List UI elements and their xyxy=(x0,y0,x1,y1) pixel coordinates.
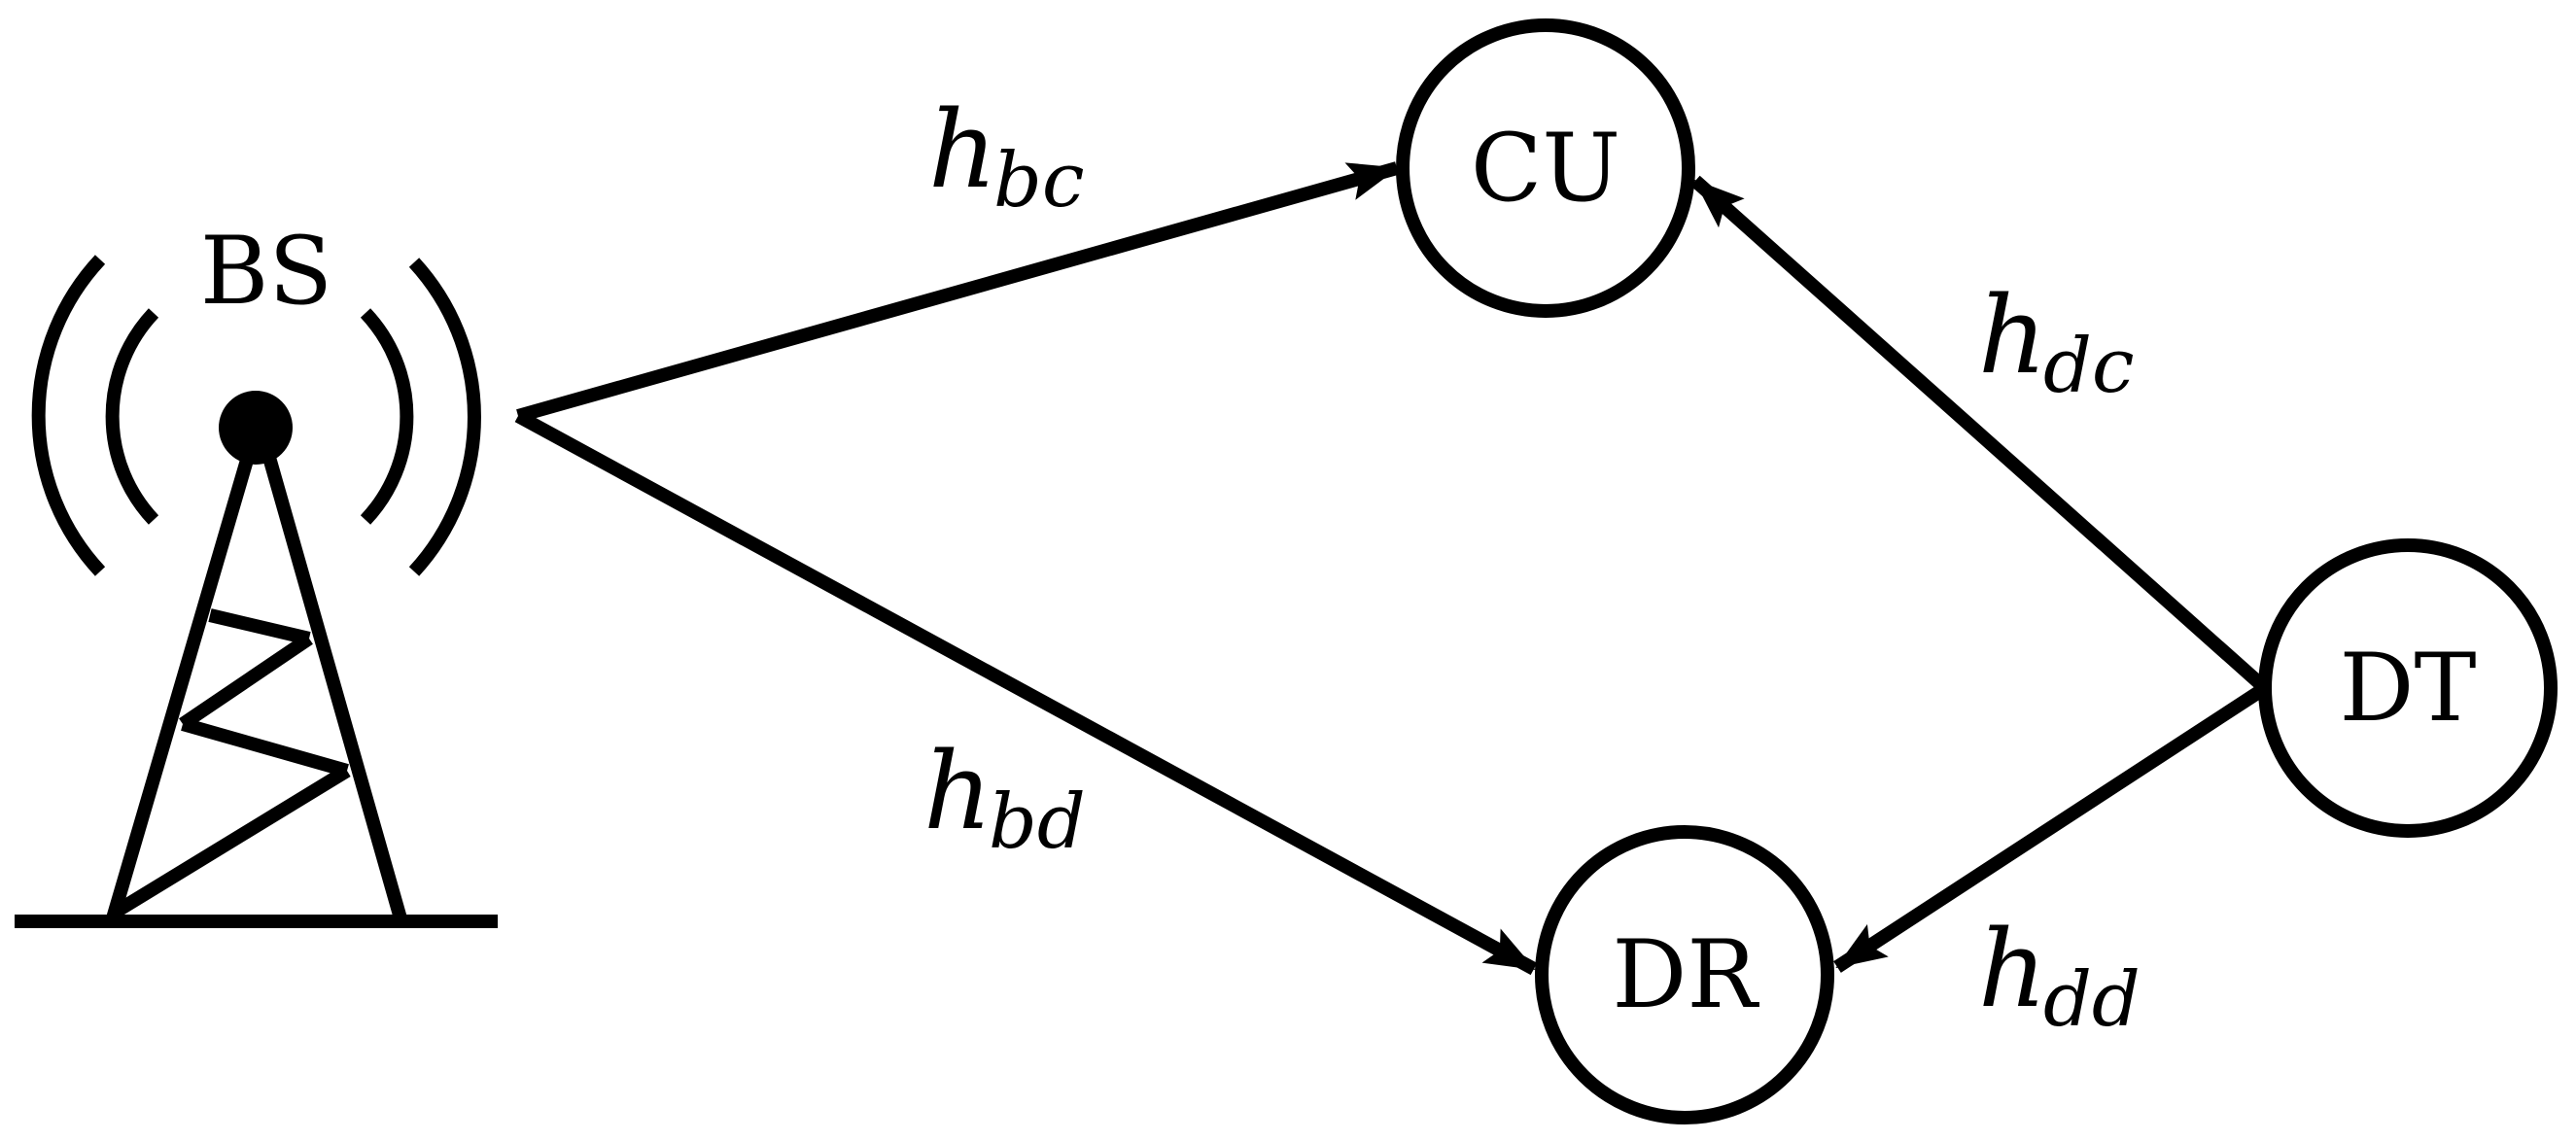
channel-label-bc: h bc xyxy=(928,87,1085,225)
channel-dc-symbol: h xyxy=(1978,273,2047,398)
node-cu: CU xyxy=(1396,18,1695,318)
link-dt-to-cu xyxy=(1690,175,2270,694)
dr-circle xyxy=(1535,825,1834,1124)
link-bs-to-cu xyxy=(516,161,1399,423)
channel-label-dc: h dc xyxy=(1978,273,2135,410)
tower-brace-lower xyxy=(109,765,351,919)
link-dt-to-dr xyxy=(1833,682,2269,973)
tower-strut-middle xyxy=(181,717,349,778)
tower-brace-upper xyxy=(179,633,313,730)
dt-circle xyxy=(2258,538,2558,838)
dr-label: DR xyxy=(1612,920,1759,1029)
node-dt: DT xyxy=(2258,538,2558,838)
channel-label-dd: h dd xyxy=(1978,907,2141,1044)
channel-bd-symbol: h xyxy=(923,729,992,853)
node-dr: DR xyxy=(1535,825,1834,1124)
channel-bd-subscript: bd xyxy=(989,778,1086,866)
tower-strut-top xyxy=(208,608,311,645)
signal-wave-left-inner xyxy=(105,308,159,525)
channel-bc-subscript: bc xyxy=(993,137,1085,225)
tower-left-leg xyxy=(106,432,261,920)
cu-circle xyxy=(1396,18,1695,318)
base-station-tower: BS xyxy=(15,217,498,928)
dt-label: DT xyxy=(2340,634,2477,743)
tower-right-leg xyxy=(256,432,407,920)
channel-bc-symbol: h xyxy=(928,87,997,212)
channel-dc-subscript: dc xyxy=(2043,323,2135,410)
signal-wave-right-inner xyxy=(360,308,414,525)
channel-label-bd: h bd xyxy=(923,729,1086,866)
antenna-tip xyxy=(219,391,293,465)
link-bs-to-dr xyxy=(514,409,1538,976)
channel-dd-symbol: h xyxy=(1978,907,2047,1031)
bs-label: BS xyxy=(200,217,332,326)
signal-wave-left-outer xyxy=(31,255,106,576)
channel-dd-subscript: dd xyxy=(2043,956,2141,1044)
signal-wave-right-outer xyxy=(408,258,481,576)
cu-label: CU xyxy=(1471,114,1620,223)
